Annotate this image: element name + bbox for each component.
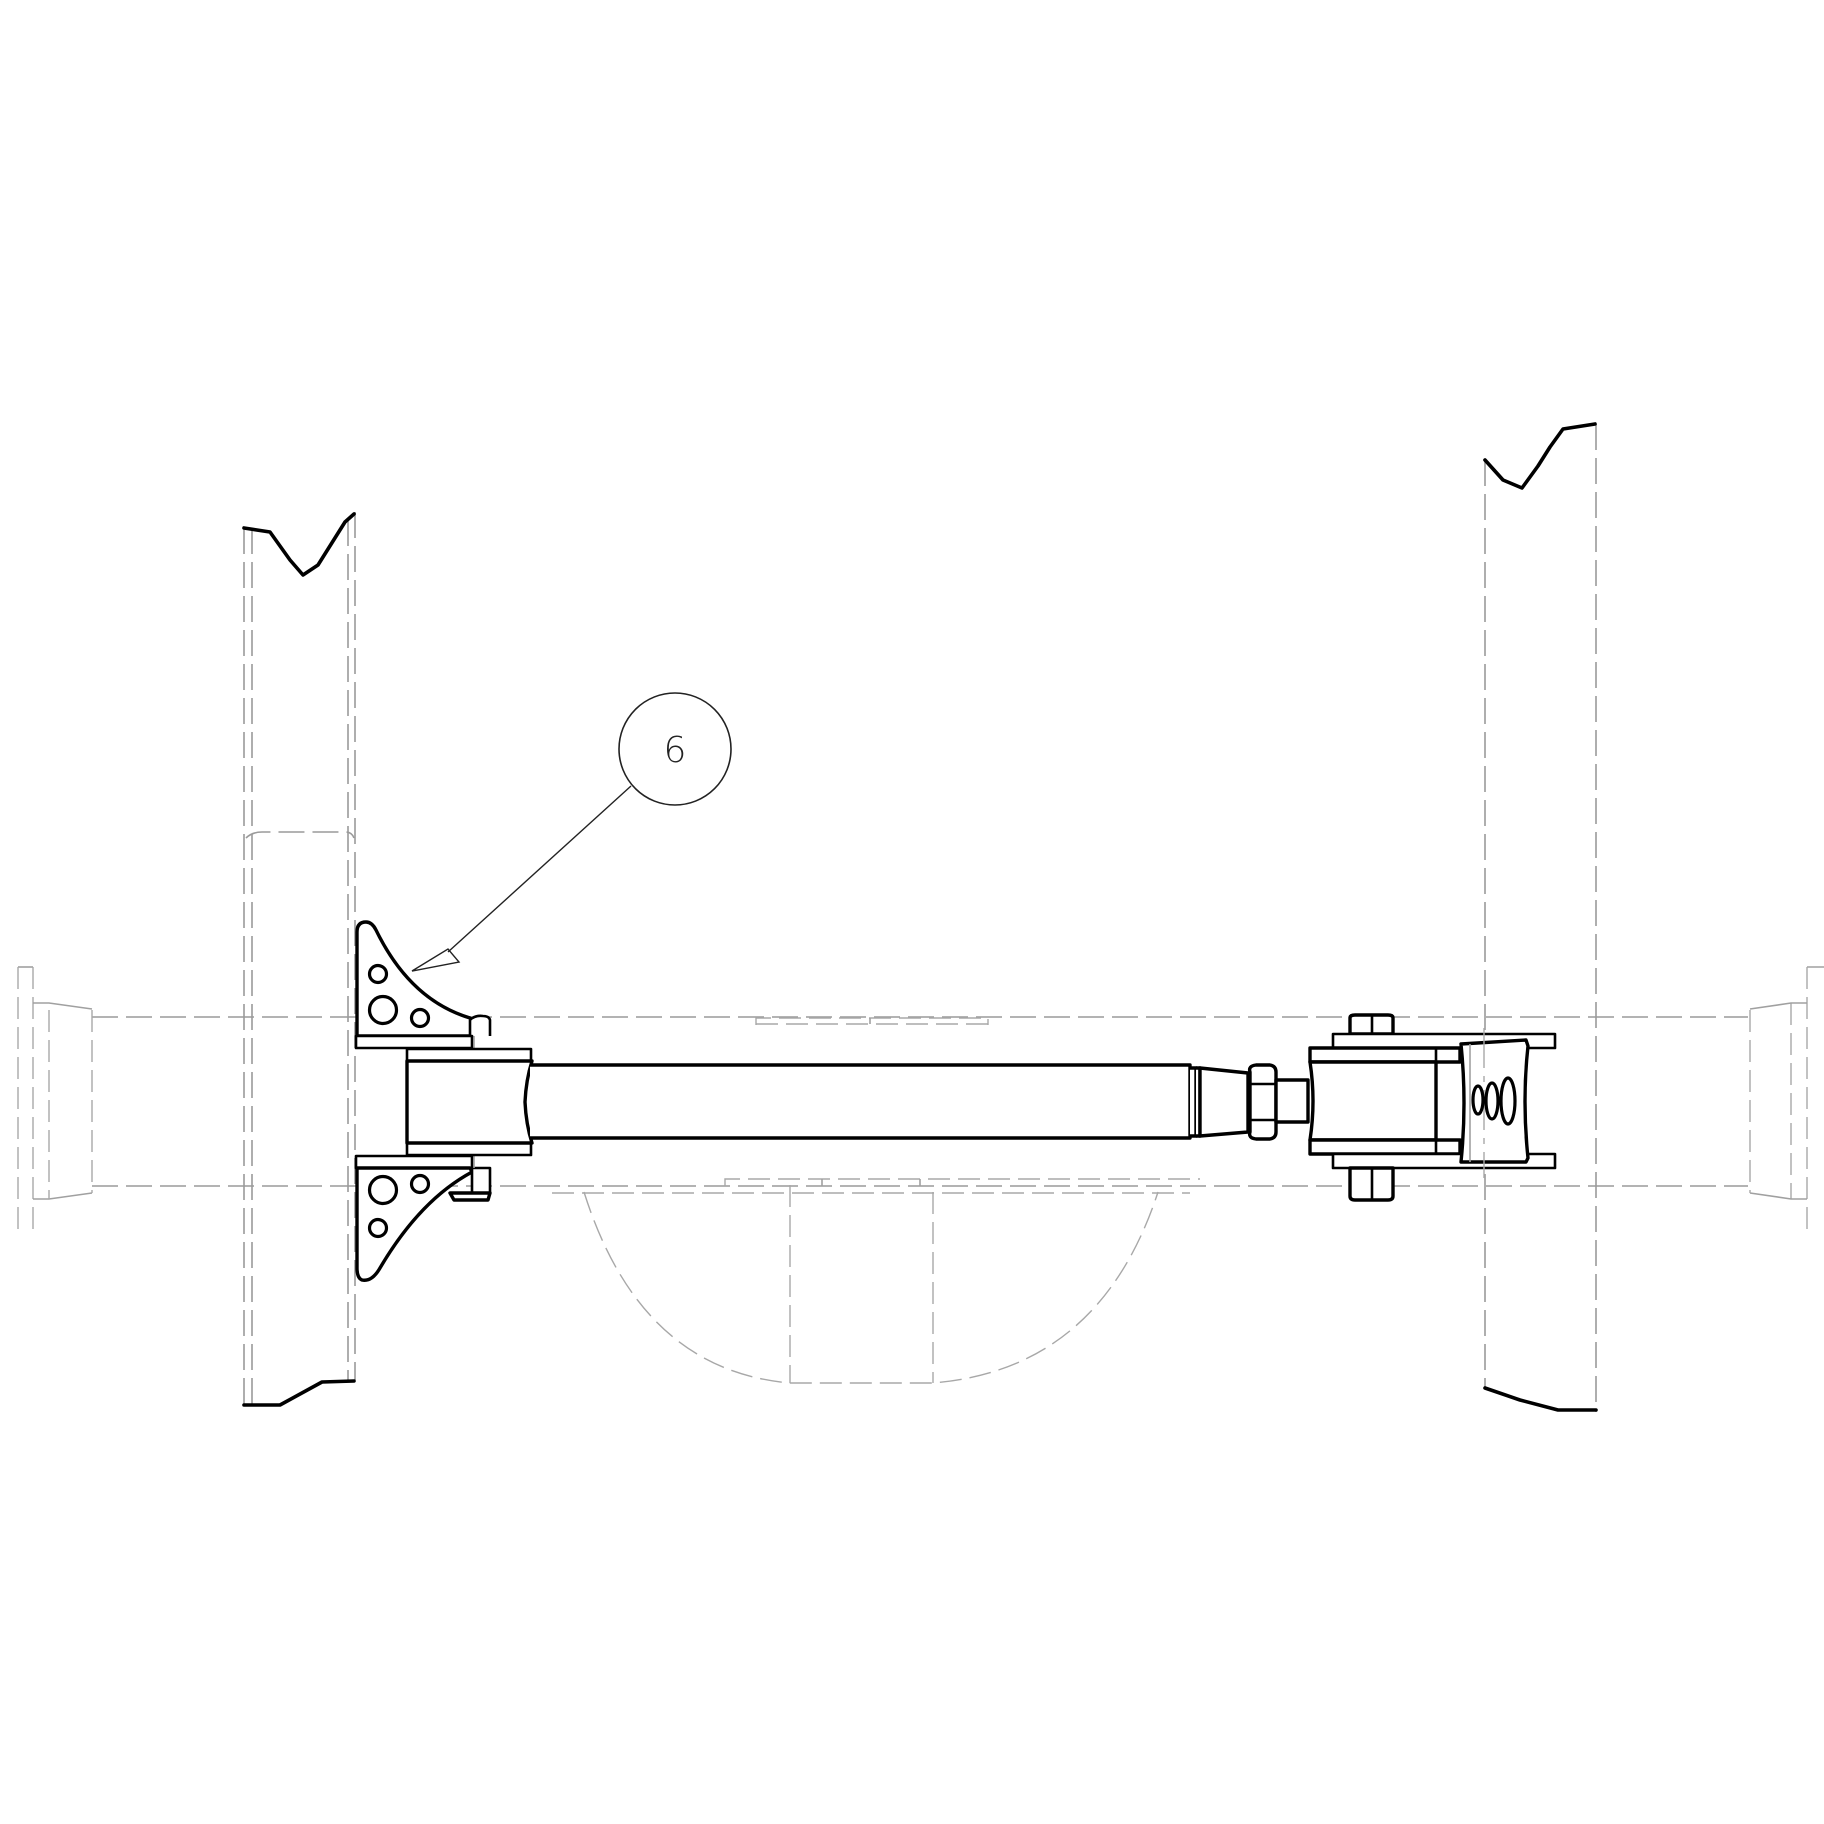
left-bushing-end [405,1047,534,1157]
arrowhead [411,948,461,972]
right-bushing-end [1308,1013,1557,1202]
left-axle-flange [17,966,93,1230]
frame-break-top-left [242,512,356,577]
lower-frame-bracket [354,1154,492,1282]
axle-mount-bracket [1459,1028,1530,1178]
callout-balloon-6: 6 [411,692,732,972]
bar-tube [530,1063,1250,1140]
right-frame-rail [1483,422,1598,1412]
jam-nut [1247,1063,1310,1141]
balloon-circle [618,692,732,806]
frame-break-bottom-right [1483,1386,1598,1412]
right-axle-flange [1749,966,1824,1230]
balloon-label: 6 [664,730,687,771]
upper-frame-bracket [354,920,492,1050]
differential-cover [583,1185,1159,1384]
frame-break-bottom-left [242,1379,356,1407]
left-frame-rail [242,512,356,1407]
leader-line [447,785,632,953]
frame-break-top-right [1483,422,1597,490]
